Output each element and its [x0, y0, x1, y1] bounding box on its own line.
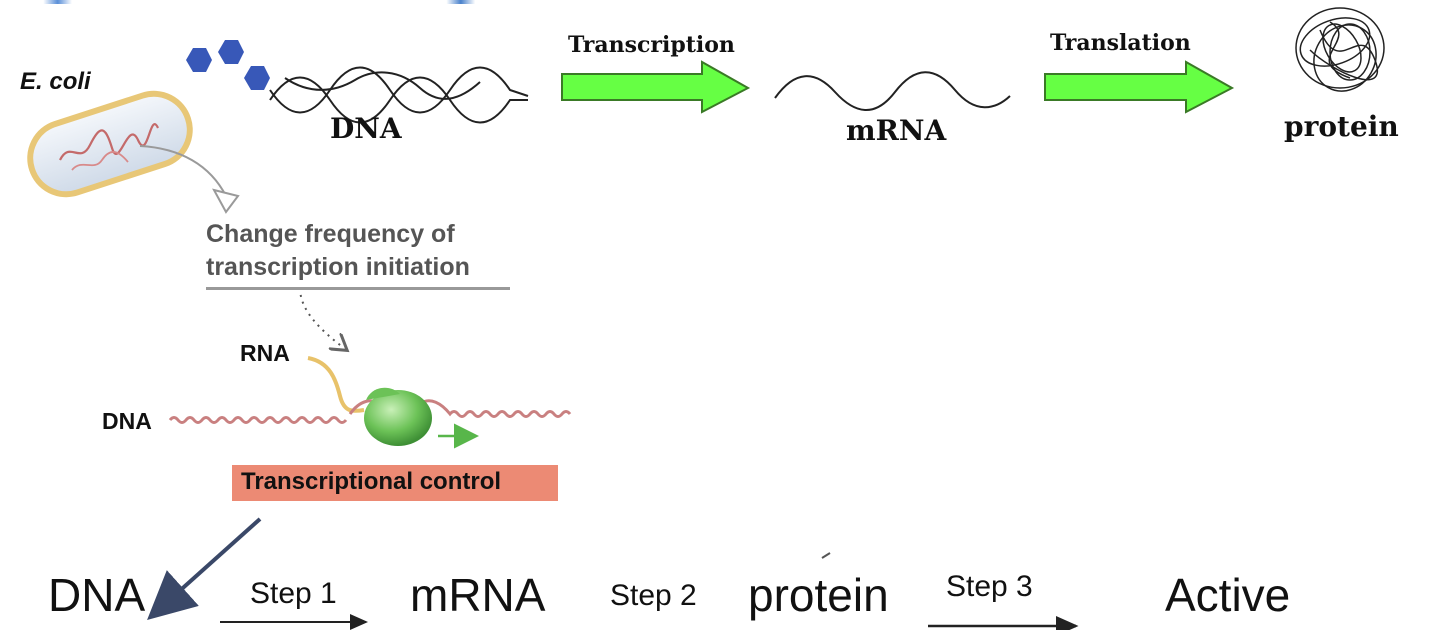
bottom-mrna: mRNA	[410, 569, 546, 621]
dotted-pointer	[299, 287, 344, 348]
control-pointer-arrow	[147, 517, 262, 620]
dna-helix-icon	[269, 66, 529, 124]
protein-label-top: protein	[1284, 110, 1399, 143]
cell-pointer-arrow	[139, 145, 227, 197]
step1-label: Step 1	[250, 577, 337, 610]
translation-label: Translation	[1050, 30, 1191, 56]
bottom-active: Active	[1165, 569, 1291, 621]
dna-label-middle: DNA	[102, 408, 152, 434]
ecoli-cell-icon	[27, 90, 193, 198]
step2-label: Step 2	[610, 579, 697, 612]
rna-strand	[307, 356, 365, 413]
title-bar-fragment	[0, 0, 1440, 4]
rna-label: RNA	[240, 340, 290, 366]
transcriptional-control-box	[232, 465, 558, 501]
hexagon-molecule-icon	[186, 40, 270, 90]
mrna-strand-icon	[774, 71, 1011, 111]
rna-polymerase-bump-icon	[366, 387, 400, 400]
dna-label-top: DNA	[330, 112, 402, 145]
translation-arrow	[1044, 60, 1235, 114]
rna-polymerase-icon	[364, 390, 432, 446]
step3-label: Step 3	[946, 570, 1033, 603]
control-annotation: Change frequency of transcription initia…	[206, 220, 470, 281]
transcriptional-control-label: Transcriptional control	[241, 468, 502, 495]
organism-label: E. coli	[20, 68, 91, 95]
bottom-protein: protein	[748, 569, 889, 621]
tick-mark	[821, 552, 831, 559]
cell-pointer-arrowhead	[212, 188, 240, 214]
protein-tangle-icon	[1295, 7, 1385, 92]
mrna-label-top: mRNA	[846, 114, 947, 147]
annotation-underline	[206, 287, 510, 290]
bottom-dna: DNA	[48, 569, 146, 621]
transcription-label: Transcription	[568, 32, 735, 58]
transcription-arrow	[561, 60, 751, 114]
